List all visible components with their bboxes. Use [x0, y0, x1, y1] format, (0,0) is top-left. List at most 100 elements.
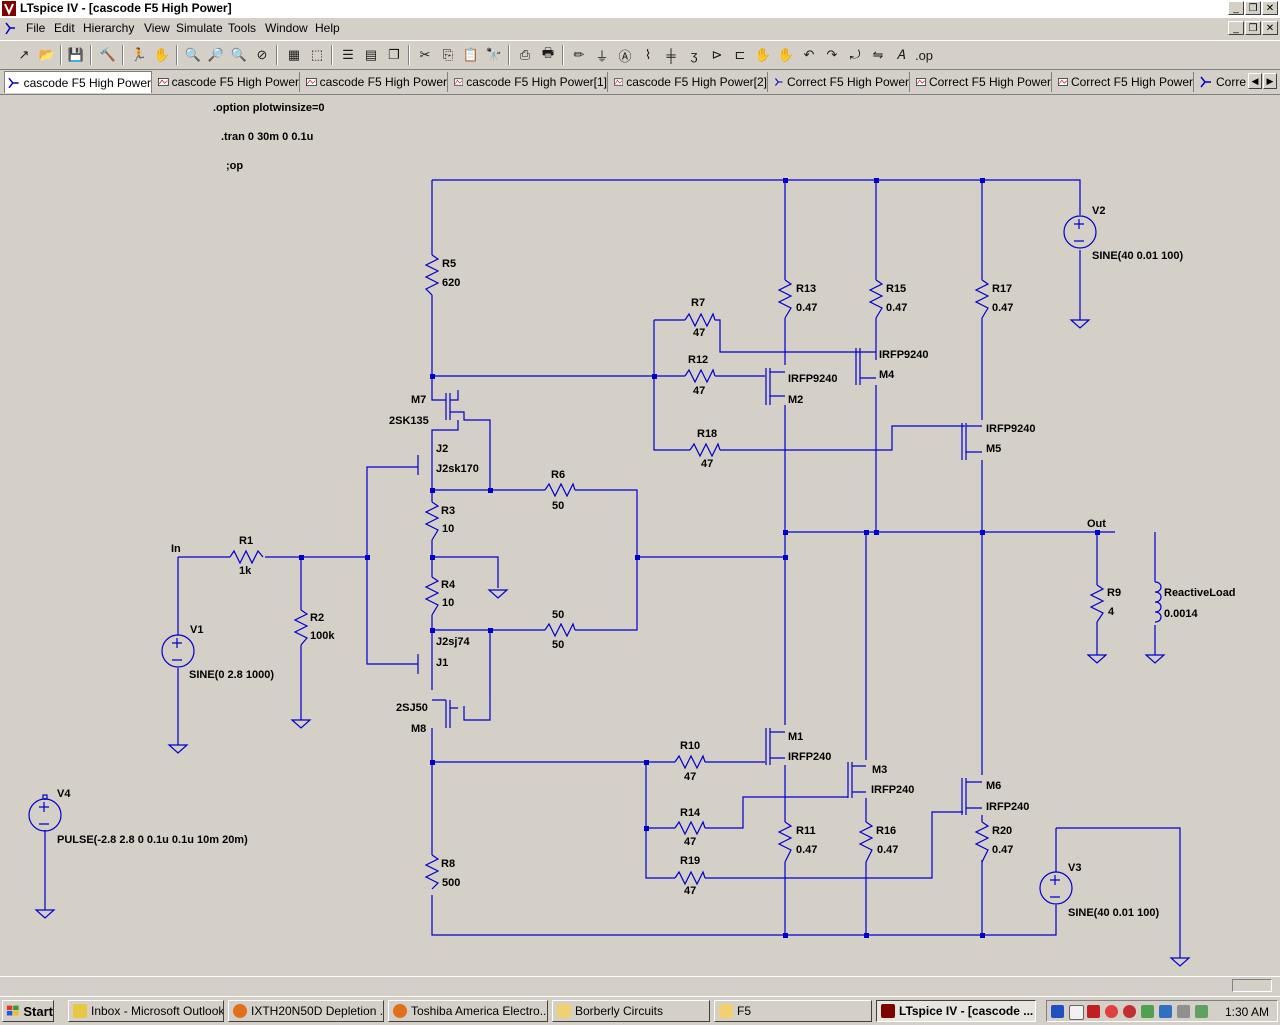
start-button[interactable]: Start — [2, 1000, 54, 1022]
net-label-in[interactable]: In — [171, 543, 181, 555]
r12-name[interactable]: R12 — [688, 354, 709, 366]
r6-value[interactable]: 50 — [552, 500, 565, 512]
j2-name[interactable]: J2 — [436, 443, 449, 455]
run-icon[interactable]: 🏃 — [130, 47, 148, 62]
m5-value[interactable]: IRFP9240 — [986, 423, 1036, 435]
menu-hierarchy[interactable]: Hierarchy — [83, 21, 135, 35]
r14-name[interactable]: R14 — [680, 807, 701, 819]
autorange-icon[interactable]: ▦ — [287, 47, 301, 62]
drag-icon[interactable]: ✋ — [777, 47, 795, 62]
r9-name[interactable]: R9 — [1107, 587, 1122, 599]
zoom-full-icon[interactable]: ⬚ — [310, 47, 324, 62]
directive-tran[interactable]: .tran 0 30m 0 0.1u — [221, 131, 314, 143]
tray-misc-icon[interactable] — [1195, 1005, 1208, 1018]
volume-icon[interactable] — [1177, 1005, 1190, 1018]
r19-name[interactable]: R19 — [680, 855, 701, 867]
r8-value[interactable]: 500 — [442, 877, 461, 889]
m3-name[interactable]: M3 — [872, 764, 888, 776]
r3-name[interactable]: R3 — [441, 505, 456, 517]
text-icon[interactable]: 𝐴 — [896, 47, 906, 62]
v1-name[interactable]: V1 — [190, 624, 204, 636]
r5-value[interactable]: 620 — [442, 277, 461, 289]
r12-value[interactable]: 47 — [693, 385, 706, 397]
r3-value[interactable]: 10 — [442, 523, 455, 535]
r17-name[interactable]: R17 — [992, 283, 1013, 295]
menu-file[interactable]: File — [26, 21, 46, 35]
m6-value[interactable]: IRFP240 — [986, 801, 1030, 813]
doc-close-button[interactable]: ✕ — [1262, 21, 1278, 35]
r5-name[interactable]: R5 — [442, 258, 457, 270]
ltspice-app-icon[interactable] — [2, 1, 16, 16]
taskbar-item-folder-2[interactable]: F5 — [714, 1000, 872, 1022]
security-icon[interactable] — [1087, 1005, 1100, 1018]
net-label-out[interactable]: Out — [1087, 518, 1106, 530]
schematic-drawing[interactable] — [2, 96, 1278, 974]
v3-name[interactable]: V3 — [1068, 862, 1082, 874]
m3-value[interactable]: IRFP240 — [871, 784, 915, 796]
r-unnamed-value[interactable]: 50 — [552, 639, 565, 651]
m4-value[interactable]: IRFP9240 — [879, 349, 929, 361]
tab-waveform-6[interactable]: Correct F5 High Power — [1056, 72, 1194, 92]
r8-name[interactable]: R8 — [441, 858, 456, 870]
update-icon[interactable] — [1123, 1005, 1136, 1018]
taskbar-item-folder-1[interactable]: Borberly Circuits — [552, 1000, 710, 1022]
resistor-icon[interactable]: ⌇ — [644, 47, 652, 62]
r18-value[interactable]: 47 — [701, 458, 714, 470]
move-icon[interactable]: ✋ — [754, 47, 772, 62]
save-icon[interactable]: 💾 — [67, 47, 85, 62]
rotate-icon[interactable]: ⤾ — [849, 47, 861, 62]
r4-name[interactable]: R4 — [441, 579, 456, 591]
tile-horizontal-icon[interactable]: ☰ — [342, 47, 354, 62]
m2-name[interactable]: M2 — [788, 394, 804, 406]
menu-window[interactable]: Window — [265, 21, 308, 35]
tile-vertical-icon[interactable]: ▤ — [364, 47, 378, 62]
tab-schematic-3[interactable]: Corre — [1197, 72, 1247, 92]
load-name[interactable]: ReactiveLoad — [1164, 587, 1236, 599]
tab-schematic-1[interactable]: cascode F5 High Power — [4, 71, 152, 93]
copy-icon[interactable]: ⎘ — [442, 47, 454, 62]
restore-button[interactable]: ❐ — [1245, 1, 1261, 15]
display-icon[interactable] — [1159, 1005, 1172, 1018]
m6-name[interactable]: M6 — [986, 780, 1002, 792]
j1-value[interactable]: J2sj74 — [436, 636, 470, 648]
zoom-cancel-icon[interactable]: ⊘ — [256, 47, 268, 62]
r11-value[interactable]: 0.47 — [796, 844, 818, 856]
redo-icon[interactable]: ↷ — [826, 47, 838, 62]
r17-value[interactable]: 0.47 — [992, 302, 1014, 314]
label-net-icon[interactable]: Ⓐ — [618, 48, 632, 64]
r15-name[interactable]: R15 — [886, 283, 907, 295]
taskbar-item-outlook[interactable]: Inbox - Microsoft Outlook — [68, 1000, 224, 1022]
r4-value[interactable]: 10 — [442, 597, 455, 609]
v4-name[interactable]: V4 — [57, 788, 71, 800]
cut-icon[interactable]: ✂ — [419, 47, 431, 62]
component-icon[interactable]: ⊏ — [734, 47, 746, 62]
taskbar-item-firefox-1[interactable]: IXTH20N50D Depletion ... — [228, 1000, 384, 1022]
r10-name[interactable]: R10 — [680, 740, 701, 752]
tab-scroll-right-icon[interactable]: ▶ — [1263, 73, 1277, 89]
ground-icon[interactable]: ⏚ — [595, 48, 609, 64]
tab-waveform-1[interactable]: cascode F5 High Power — [156, 72, 300, 92]
r20-name[interactable]: R20 — [992, 825, 1013, 837]
v1-value[interactable]: SINE(0 2.8 1000) — [189, 669, 274, 681]
mirror-icon[interactable]: ⇋ — [872, 47, 884, 62]
new-schematic-icon[interactable]: ↗ — [18, 47, 30, 62]
r16-value[interactable]: 0.47 — [877, 844, 899, 856]
clock[interactable]: 1:30 AM — [1224, 1005, 1269, 1019]
close-button[interactable]: ✕ — [1262, 1, 1278, 15]
menu-tools[interactable]: Tools — [228, 21, 257, 35]
r7-name[interactable]: R7 — [691, 297, 706, 309]
find-icon[interactable]: 🔭 — [485, 47, 503, 62]
tab-schematic-2[interactable]: Correct F5 High Power — [772, 72, 910, 92]
tab-waveform-5[interactable]: Correct F5 High Power — [914, 72, 1052, 92]
paste-icon[interactable]: 📋 — [462, 47, 480, 62]
m8-name[interactable]: M8 — [411, 723, 427, 735]
m8-value[interactable]: 2SJ50 — [396, 702, 428, 714]
undo-icon[interactable]: ↶ — [803, 47, 815, 62]
zoom-out-icon[interactable]: 🔍 — [230, 47, 248, 62]
tab-waveform-3[interactable]: cascode F5 High Power[1] — [452, 72, 608, 92]
halt-icon[interactable]: ✋ — [153, 47, 171, 62]
r9-value[interactable]: 4 — [1108, 606, 1115, 618]
pan-icon[interactable]: 🔎 — [207, 47, 225, 62]
menu-edit[interactable]: Edit — [54, 21, 75, 35]
schematic-canvas[interactable]: .option plotwinsize=0 .tran 0 30m 0 0.1u… — [2, 96, 1278, 974]
